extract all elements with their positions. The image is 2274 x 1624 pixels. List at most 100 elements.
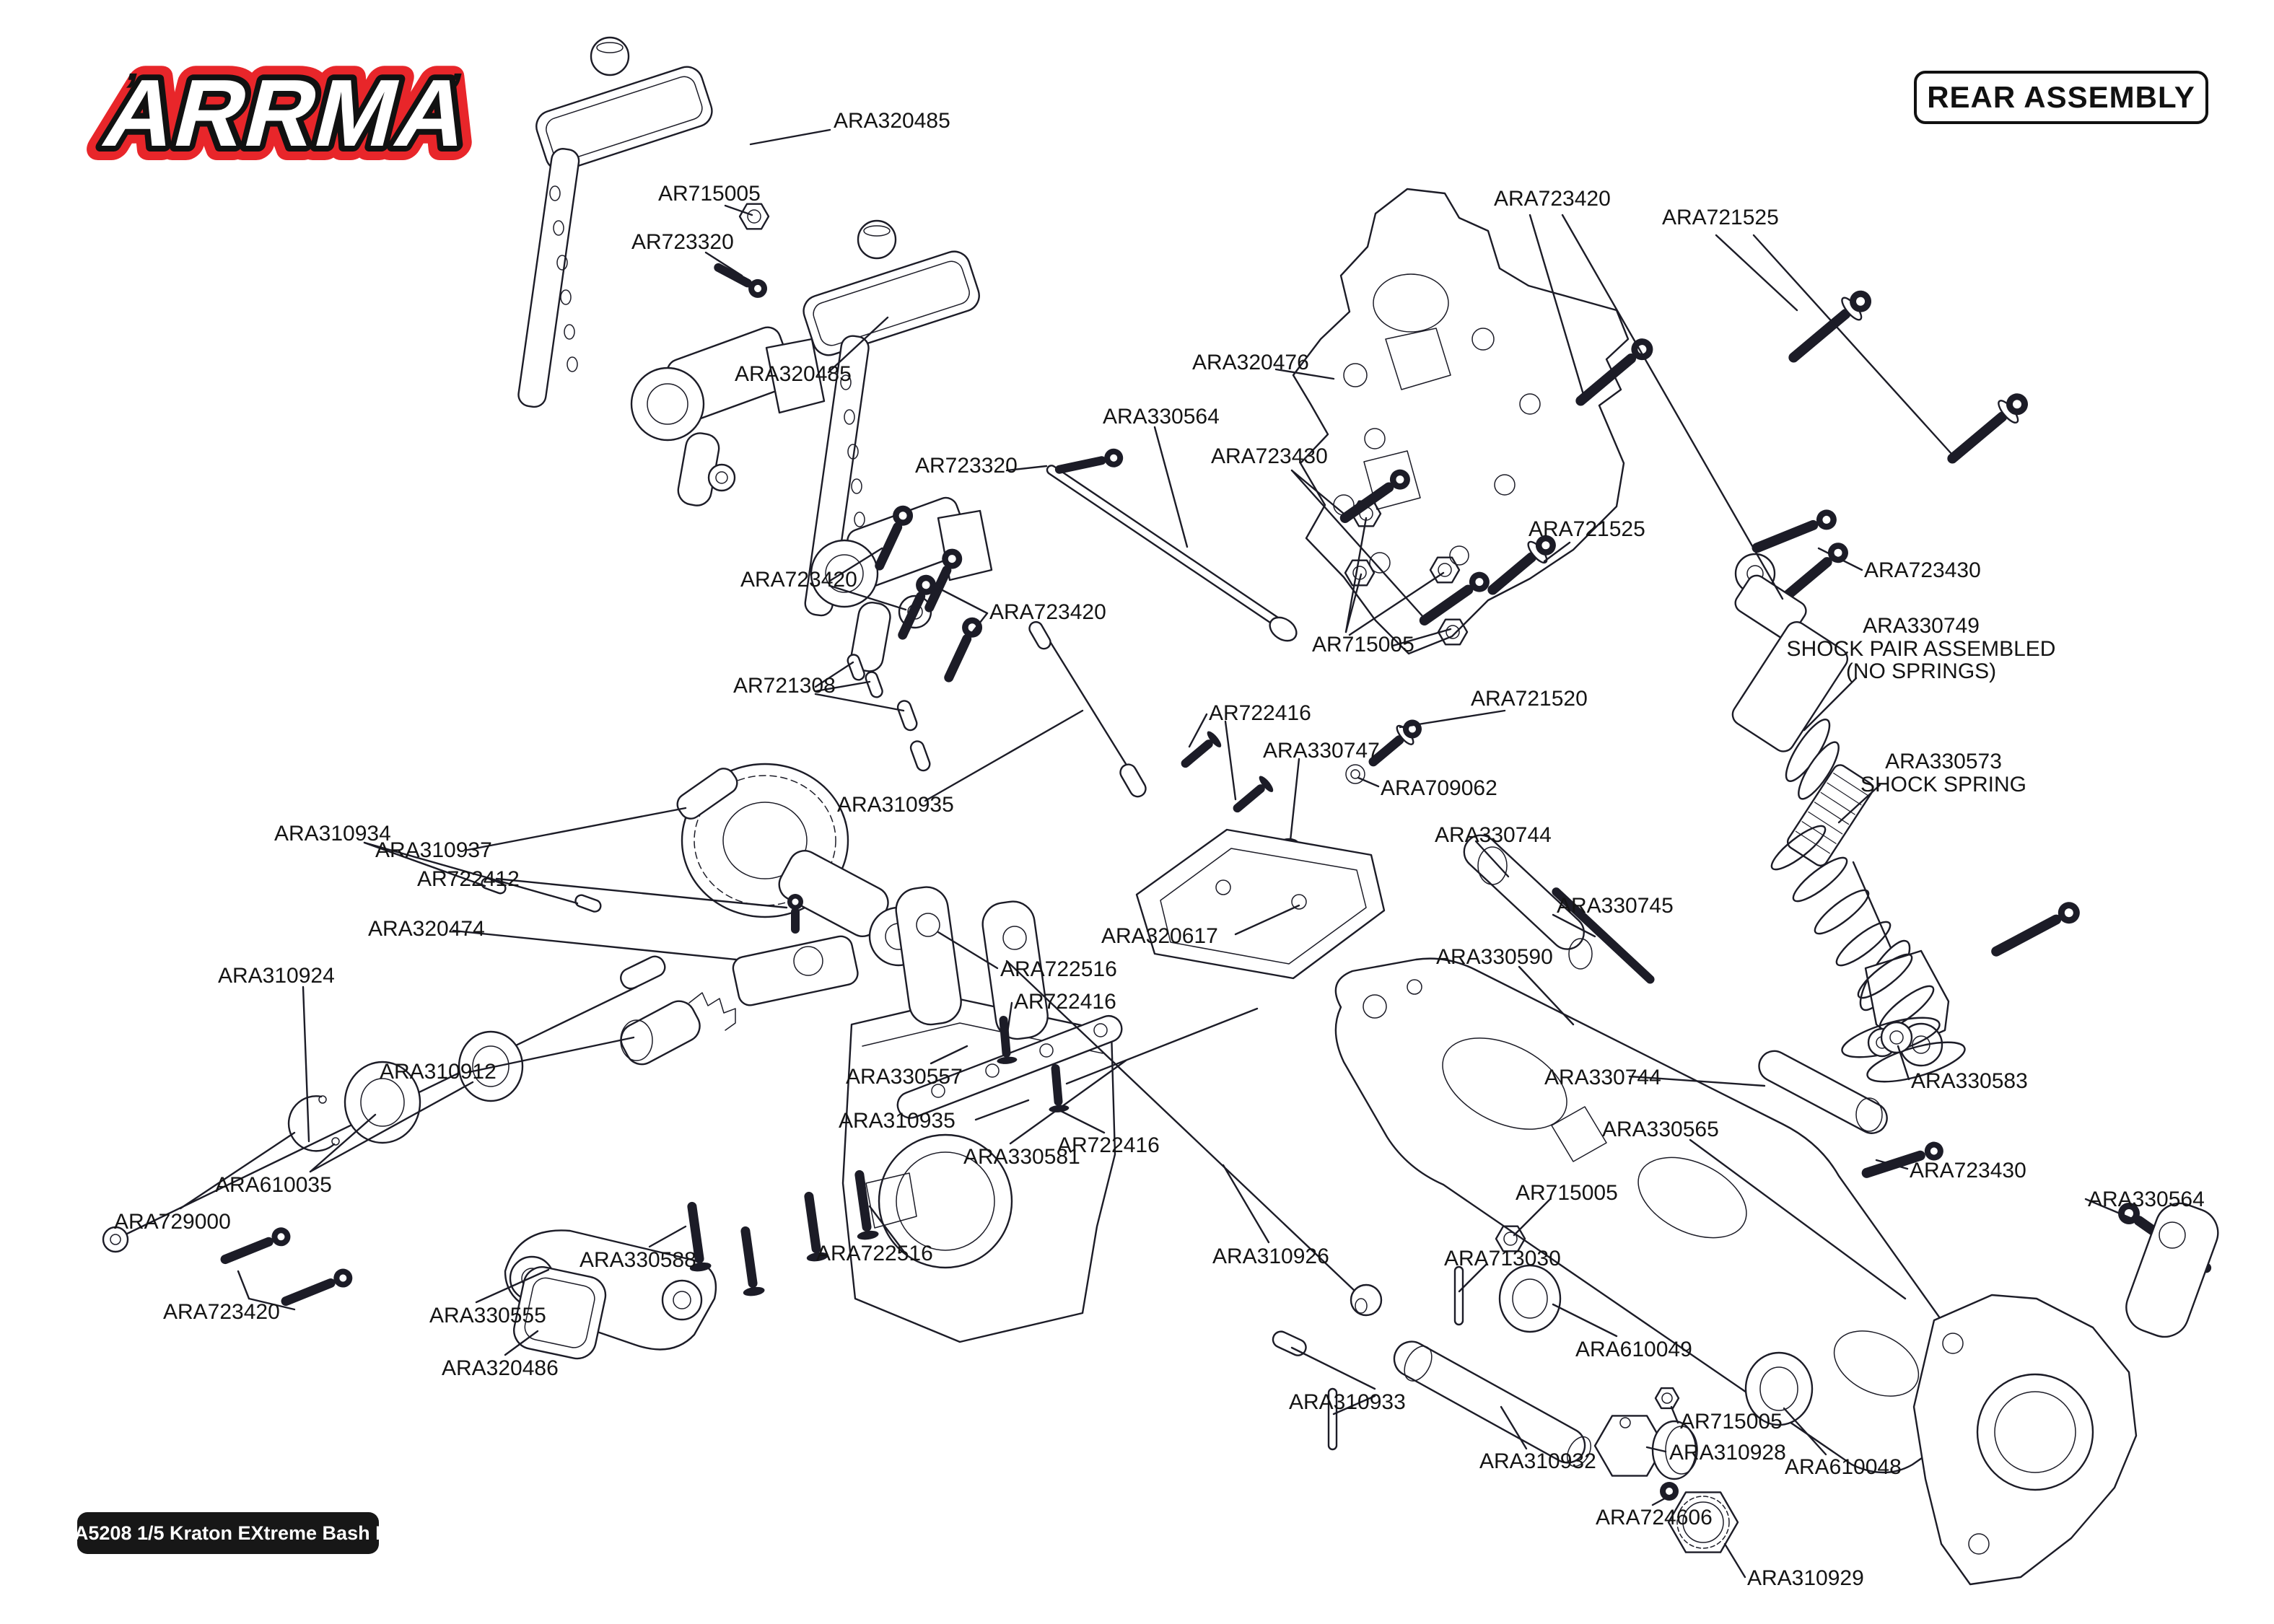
part-label-ar722416-mid: AR722416 — [1014, 990, 1116, 1014]
part-label-ara310934: ARA310934 — [274, 822, 391, 846]
screws-ara722516-cluster — [687, 1169, 879, 1296]
part-label-ara320474: ARA320474 — [368, 917, 485, 941]
body-mount-clamp-lower — [810, 496, 993, 672]
screws-ar722416-top — [1181, 719, 1422, 813]
axle-ara310932 — [1393, 1340, 1591, 1467]
part-label-ara709062: ARA709062 — [1381, 776, 1497, 800]
body-post-right — [803, 219, 980, 617]
part-label-ara330744-up: ARA330744 — [1435, 823, 1552, 847]
screw-ar722412 — [787, 894, 803, 934]
part-label-ara320617: ARA320617 — [1101, 924, 1218, 948]
leader-lines — [179, 128, 2152, 1579]
part-label-ara310928: ARA310928 — [1669, 1441, 1786, 1465]
part-label-ara723420-midR: ARA723420 — [989, 600, 1106, 624]
linkage-ara310935-upper — [1028, 620, 1147, 798]
page-title: REAR ASSEMBLY — [1914, 71, 2208, 124]
part-label-ar722416-low: AR722416 — [1057, 1133, 1160, 1157]
pins-ara310933 — [1272, 1330, 1338, 1451]
hub-upright — [1912, 1202, 2219, 1586]
part-label-ara310926: ARA310926 — [1212, 1245, 1329, 1268]
plate-ara320474 — [732, 935, 859, 1006]
part-label-ara723420-bottom: ARA723420 — [163, 1300, 280, 1324]
shock-tower — [1292, 188, 1630, 655]
part-label-ara330581: ARA330581 — [963, 1145, 1080, 1169]
screws-ar723320 — [714, 263, 1124, 474]
part-label-ara320485-top: ARA320485 — [834, 109, 950, 133]
part-label-ara610049: ARA610049 — [1575, 1338, 1692, 1361]
part-label-ara722516-mid: ARA722516 — [1000, 957, 1117, 981]
pinion-ara310912 — [620, 992, 736, 1066]
pin-ara713030 — [1453, 1265, 1464, 1326]
part-label-ar723320-mid: AR723320 — [915, 454, 1018, 478]
part-label-ara723430-shock: ARA723430 — [1864, 558, 1981, 582]
part-label-ara320485-mid: ARA320485 — [735, 362, 852, 386]
shock-spring — [1770, 825, 1966, 1083]
part-label-ara723420-midL: ARA723420 — [740, 568, 857, 592]
part-label-ara320486: ARA320486 — [442, 1356, 559, 1380]
gasket-ara320486 — [513, 1266, 607, 1360]
bearings-ara610035 — [344, 1030, 524, 1144]
part-label-ara724606: ARA724606 — [1596, 1506, 1713, 1529]
snap-ring-ara729000 — [287, 1095, 340, 1152]
part-label-ara330564-left: ARA330564 — [1103, 405, 1220, 429]
part-label-ara721525-top: ARA721525 — [1662, 206, 1779, 229]
part-label-ara721520: ARA721520 — [1471, 687, 1588, 711]
part-label-ar721308: AR721308 — [733, 674, 836, 698]
part-label-ara713030: ARA713030 — [1444, 1247, 1561, 1270]
screws-tower-right — [1487, 290, 2028, 605]
pins-ar721308 — [847, 654, 931, 772]
part-label-ara330747: ARA330747 — [1263, 739, 1380, 763]
part-label-ar723320-top: AR723320 — [631, 230, 734, 254]
svg-text:ARRMA: ARRMA — [94, 61, 482, 167]
part-label-ara330564-right: ARA330564 — [2088, 1188, 2205, 1211]
part-label-ara721525-low: ARA721525 — [1529, 517, 1645, 541]
screws-ara723420-bottom — [220, 1227, 353, 1307]
part-label-ara729000: ARA729000 — [114, 1210, 231, 1234]
part-label-ara310912: ARA310912 — [380, 1060, 497, 1084]
body-mount-clamp-upper — [630, 326, 826, 506]
footer-badge: C-ARA5208 1/5 Kraton EXtreme Bash Roller — [25, 1512, 431, 1554]
footer-badge-text: C-ARA5208 1/5 Kraton EXtreme Bash Roller — [25, 1522, 431, 1544]
svg-text:ARRMA: ARRMA — [94, 61, 482, 167]
part-label-ara330565: ARA330565 — [1602, 1118, 1719, 1141]
gearbox-bulkhead — [841, 886, 1116, 1343]
part-label-ara723420-top: ARA723420 — [1494, 187, 1611, 211]
part-label-ara723430-right: ARA723430 — [1910, 1159, 2026, 1182]
part-label-ara320476: ARA320476 — [1192, 351, 1309, 374]
part-label-ara310929: ARA310929 — [1747, 1566, 1864, 1590]
part-label-ar715005-arm: AR715005 — [1516, 1181, 1618, 1205]
part-label-ara610035: ARA610035 — [215, 1173, 332, 1197]
part-label-ar715005-nuts: AR715005 — [1312, 633, 1414, 657]
mount-ara320617 — [1135, 828, 1386, 980]
part-label-ara310924: ARA310924 — [218, 964, 335, 988]
bearing-ara610048 — [1744, 1351, 1814, 1426]
part-label-ara330744-low: ARA330744 — [1544, 1066, 1661, 1089]
part-label-ara330745: ARA330745 — [1557, 894, 1674, 918]
part-label-ar715005-hub: AR715005 — [1680, 1410, 1783, 1434]
part-label-ara722516-bottom: ARA722516 — [816, 1242, 933, 1265]
part-label-ara310935-low: ARA310935 — [839, 1109, 955, 1133]
svg-text:ARRMA: ARRMA — [94, 61, 482, 167]
brace-ara330555 — [504, 1229, 717, 1351]
part-label-ara310932: ARA310932 — [1479, 1449, 1596, 1473]
part-label-ara330557: ARA330557 — [846, 1065, 963, 1089]
page-title-text: REAR ASSEMBLY — [1927, 80, 2195, 114]
nut-ar715005-top — [738, 203, 770, 230]
part-label-ara330590: ARA330590 — [1436, 945, 1553, 969]
part-label-ara310933: ARA310933 — [1289, 1390, 1406, 1414]
part-label-ara330555: ARA330555 — [429, 1304, 546, 1327]
screws-ara723430-mid — [1339, 469, 1490, 626]
part-label-ara330588: ARA330588 — [580, 1248, 696, 1272]
bearing-ara610049 — [1498, 1264, 1562, 1333]
part-label-ara610048: ARA610048 — [1785, 1455, 1902, 1479]
rod-ara310926 — [1005, 960, 1383, 1317]
arrma-logo: ARRMA ARRMA ARRMA ’ ’ — [79, 46, 497, 181]
pins-ara310934 — [481, 877, 602, 913]
nuts-bottom-right — [1495, 1225, 1739, 1553]
pin-ara330564-left — [1046, 465, 1298, 642]
part-label-ara310937: ARA310937 — [375, 838, 492, 862]
